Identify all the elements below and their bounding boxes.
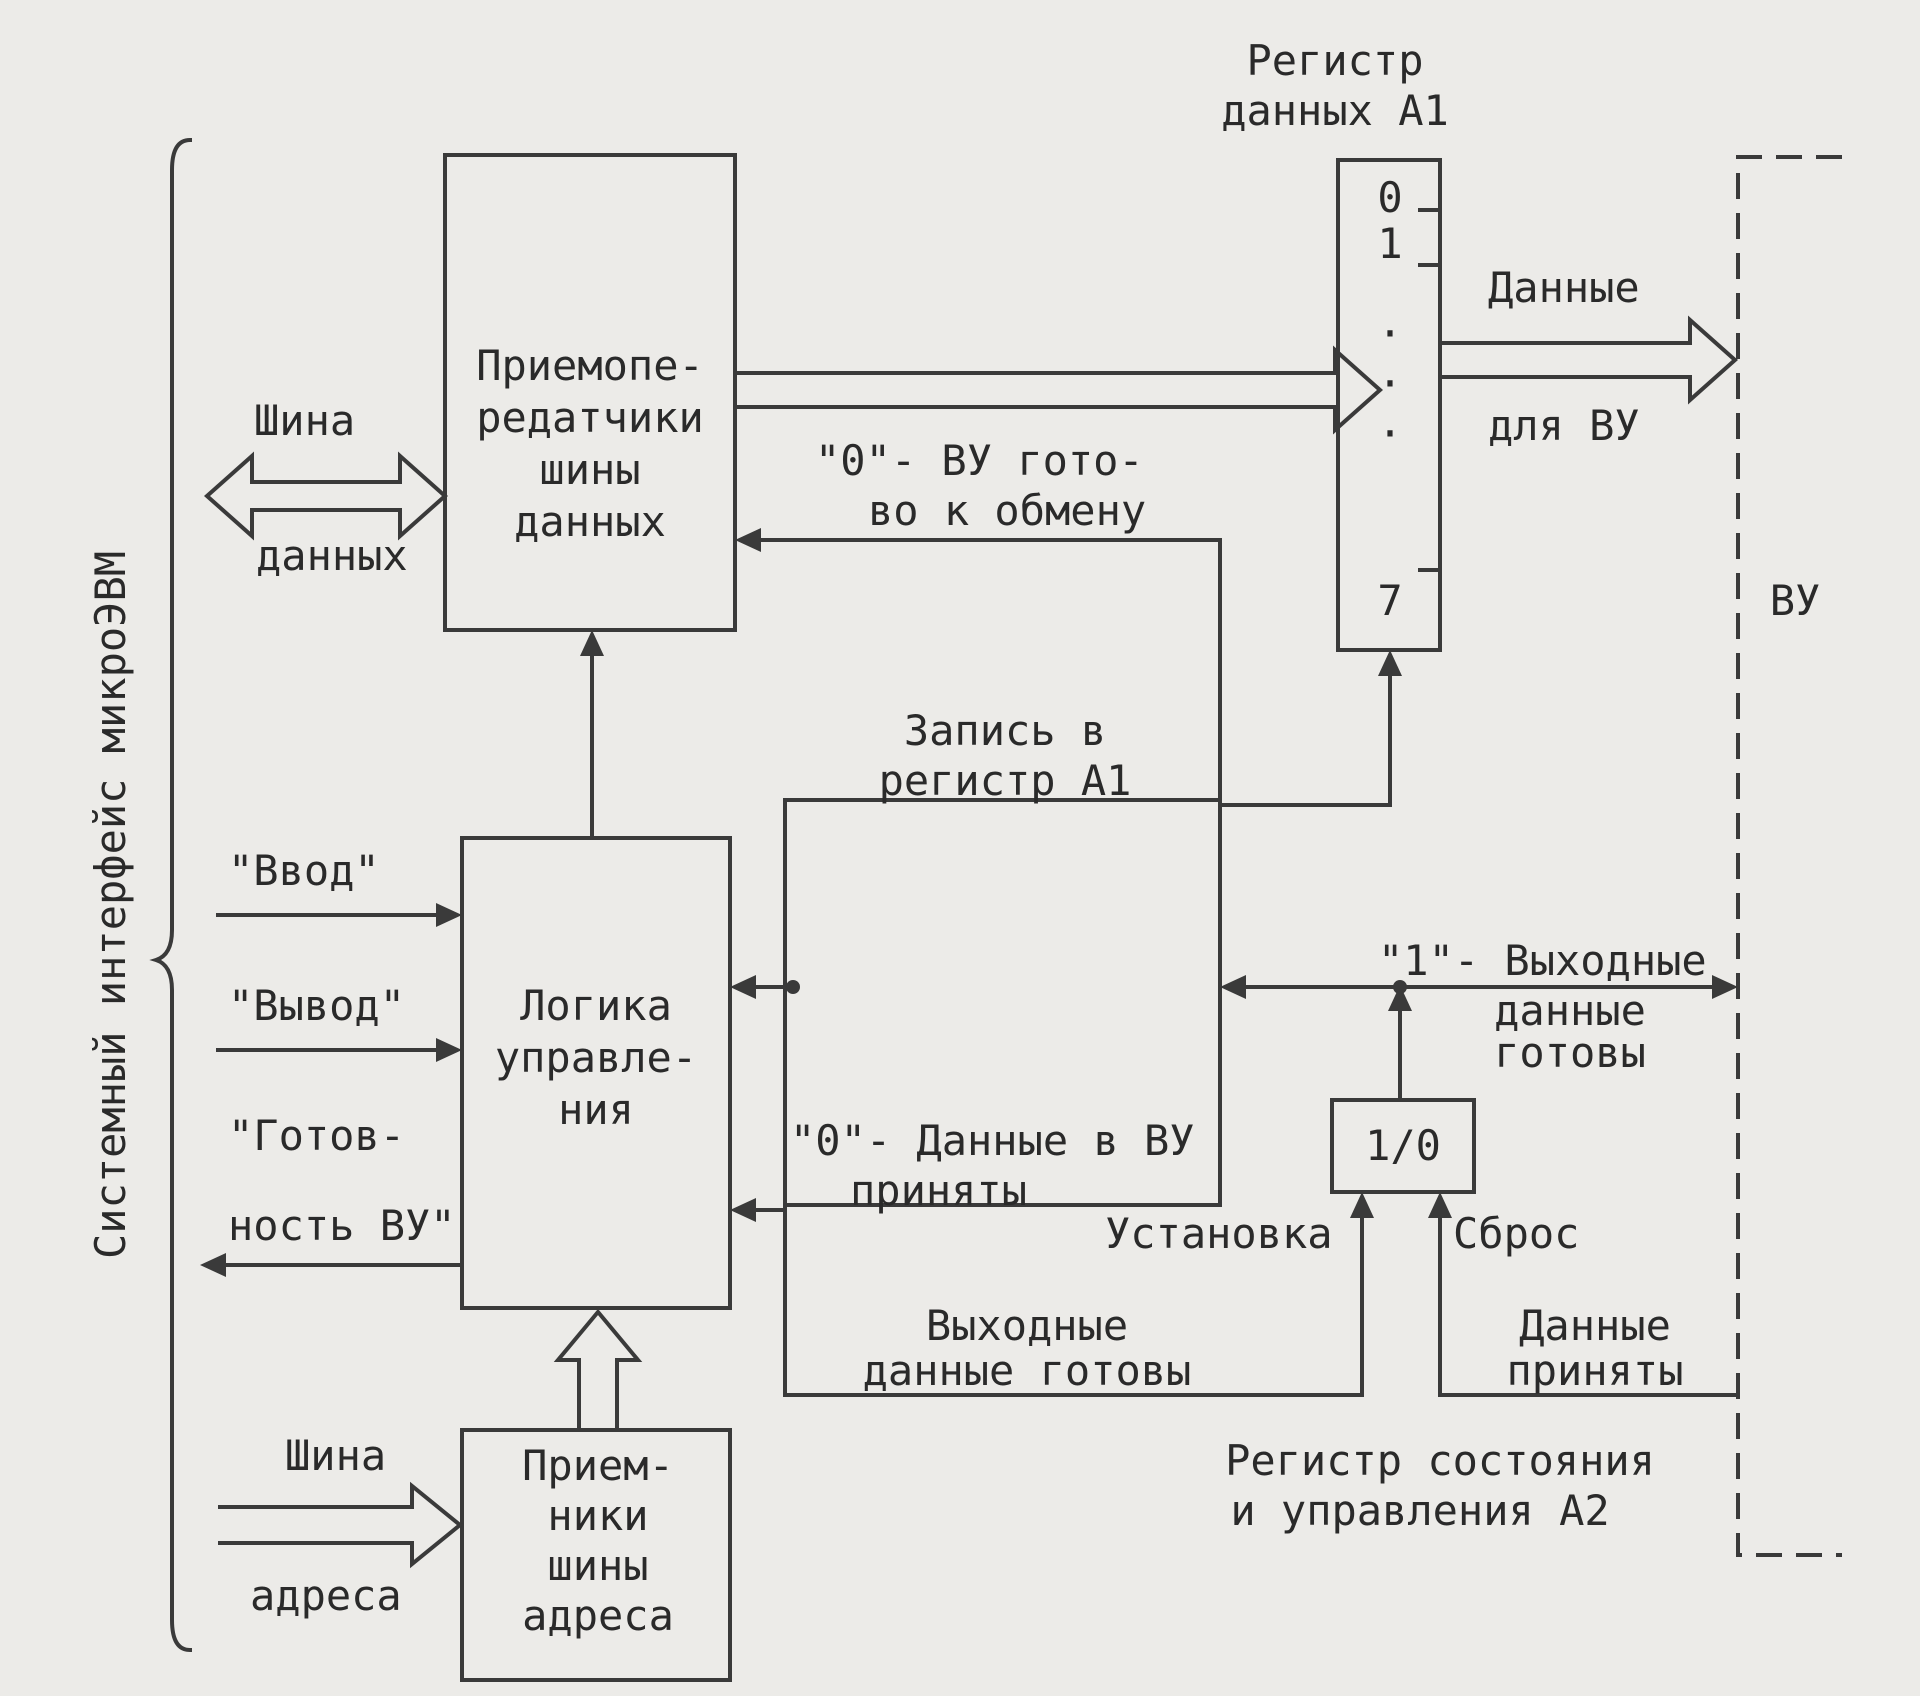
ready-signal-label-1: "Готов- [228, 1111, 405, 1160]
data-register-dot-3: · [1377, 409, 1402, 458]
control-logic-block [460, 836, 732, 1310]
transceivers-label-1: Приемопе- [476, 341, 704, 390]
external-device-label: ВУ [1770, 576, 1821, 625]
output-signal-label: "Вывод" [228, 981, 405, 1030]
input-signal-label: "Ввод" [228, 846, 380, 895]
status-register-title-2: и управления А2 [1230, 1486, 1609, 1535]
data-for-device-label-2: для ВУ [1488, 401, 1640, 450]
control-logic-label-1: Логика [520, 981, 672, 1030]
data-bus-label-1: Шина [254, 396, 355, 445]
address-receivers-block [460, 1428, 732, 1682]
flipflop-block [1330, 1098, 1476, 1194]
data-register-dot-2: · [1377, 359, 1402, 408]
address-bus-label-2: адреса [250, 1571, 402, 1620]
write-register-label-1: Запись в [904, 706, 1106, 755]
data-accepted-label-2: приняты [1506, 1346, 1683, 1395]
address-to-logic-arrow [553, 1308, 643, 1430]
system-interface-brace [149, 137, 193, 1653]
device-ready-label-2: во к обмену [868, 486, 1146, 535]
status-register-title-1: Регистр состояния [1225, 1436, 1655, 1485]
control-logic-label-3: ния [558, 1085, 634, 1134]
transceivers-label-4: данных [514, 497, 666, 546]
data-for-device-label-1: Данные [1488, 263, 1640, 312]
data-register-bit-1: 1 [1377, 219, 1402, 268]
system-interface-label: Системный интерфейс микроЭВМ [86, 551, 135, 1259]
data-register-bit-0: 0 [1377, 173, 1402, 222]
output-ready-flag-label-1: "1"- Выходные [1378, 936, 1707, 985]
data-accepted-flag-label-1: "0"- Данные в ВУ [790, 1116, 1195, 1165]
output-ready-label-2: данные готовы [863, 1346, 1192, 1395]
address-receivers-label-2: ники [547, 1491, 648, 1540]
data-register-title-1: Регистр [1246, 36, 1423, 85]
flipflop-label: 1/0 [1365, 1121, 1441, 1170]
reset-label: Сброс [1453, 1209, 1579, 1258]
address-bus-label-1: Шина [285, 1431, 386, 1480]
address-receivers-label-4: адреса [522, 1591, 674, 1640]
data-register-title-2: данных А1 [1221, 86, 1449, 135]
data-bus-double-arrow [203, 451, 449, 541]
data-register-bit-7: 7 [1377, 576, 1402, 625]
external-device-boundary [1736, 155, 1842, 1557]
register-to-device-arrow [1440, 315, 1739, 405]
write-register-line [1218, 670, 1392, 807]
device-ready-label-1: "0"- ВУ гото- [815, 436, 1144, 485]
output-ready-flag-label-3: готовы [1494, 1028, 1646, 1077]
device-ready-line [753, 538, 1222, 802]
address-receivers-label-3: шины [547, 1541, 648, 1590]
data-accepted-label-1: Данные [1519, 1301, 1671, 1350]
transceivers-block [443, 153, 737, 632]
status-register-block [783, 798, 1222, 1207]
ready-signal-label-2: ность ВУ" [228, 1201, 456, 1250]
data-register-dot-1: · [1377, 309, 1402, 358]
control-logic-label-2: управле- [495, 1033, 697, 1082]
set-line [783, 1203, 1364, 1397]
output-ready-label-1: Выходные [926, 1301, 1128, 1350]
data-bus-label-2: данных [256, 531, 408, 580]
output-ready-flag-label-2: данные [1494, 986, 1646, 1035]
write-register-label-2: регистр А1 [879, 756, 1132, 805]
transceivers-label-2: редатчики [476, 393, 704, 442]
data-accepted-flag-label-2: приняты [850, 1166, 1027, 1215]
data-register-block [1336, 158, 1442, 652]
set-label: Установка [1105, 1209, 1333, 1258]
address-receivers-label-1: Прием- [522, 1441, 674, 1490]
address-bus-arrow [218, 1481, 464, 1569]
transceivers-label-3: шины [539, 445, 640, 494]
reset-line [1438, 1212, 1740, 1397]
transceivers-to-register-arrow [735, 345, 1384, 435]
